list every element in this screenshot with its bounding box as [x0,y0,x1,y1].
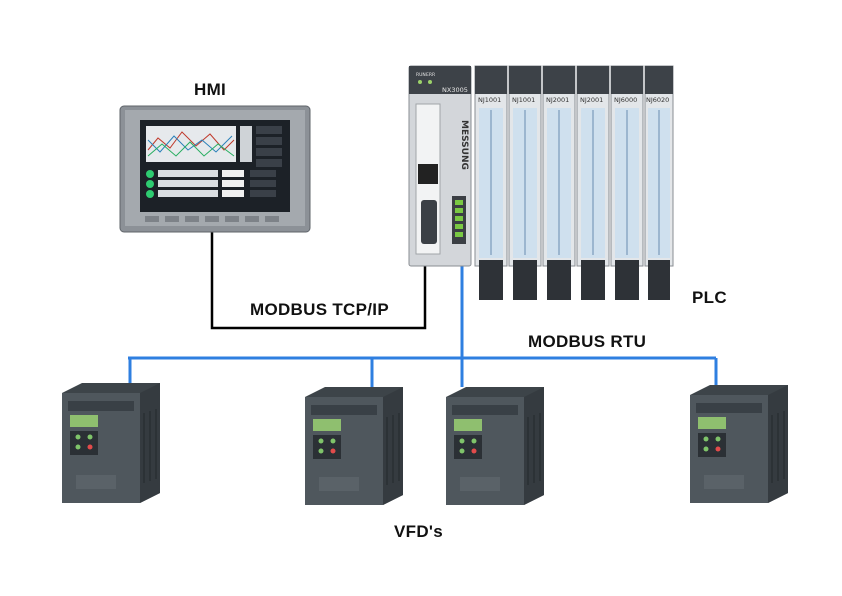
modbus-rtu-label: MODBUS RTU [528,332,647,351]
plc-label: PLC [692,288,727,307]
vfd-device [62,383,160,503]
plc-module-label: NJ1001 [478,96,501,104]
plc-io-modules [474,65,674,300]
plc-module-label: NJ2001 [580,96,603,104]
plc-device: NX3005 NJ1001 NJ1001 NJ2001 NJ2001 NJ600… [408,65,674,300]
plc-module-label: NJ1001 [512,96,535,104]
plc-module-label: NJ6000 [614,96,637,104]
vfd-device [446,387,544,505]
vfd-device [690,385,788,503]
hmi-label: HMI [194,80,227,99]
plc-module-label: NX3005 [442,86,468,94]
modbus-tcp-link [210,232,427,330]
vfds-label: VFD's [394,522,443,541]
plc-led-label: ERR [426,72,435,78]
hmi-device [119,105,311,233]
plc-module-label: NJ2001 [546,96,569,104]
plc-module-label: NJ6020 [646,96,669,104]
vfd-device [305,387,403,505]
modbus-rtu-bus [128,262,718,387]
plc-brand-label: MESSUNG [459,120,469,170]
vfd-group [62,383,788,505]
modbus-tcp-label: MODBUS TCP/IP [250,300,389,319]
plc-led-label: RUN [416,72,426,78]
